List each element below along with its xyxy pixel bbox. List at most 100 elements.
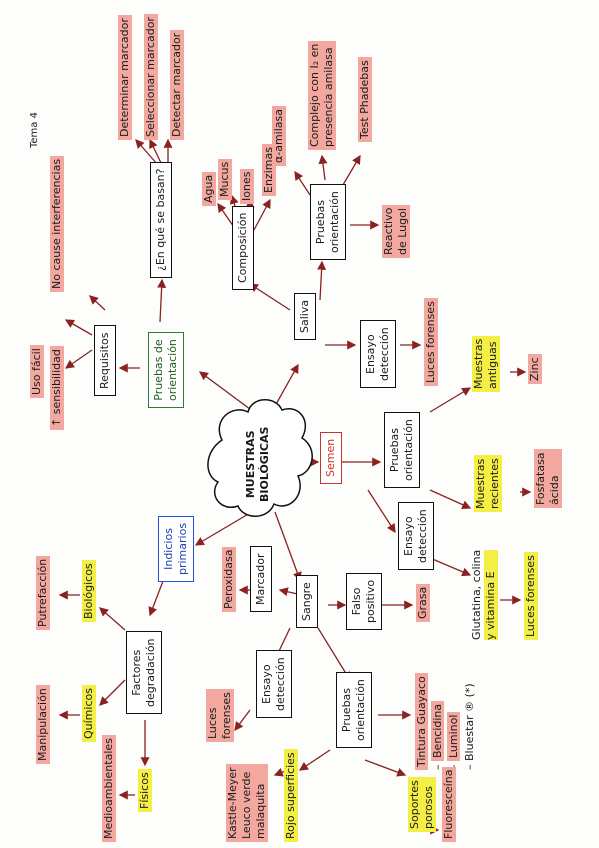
pruebas-orientacion-node: Pruebas de orientación [148,332,184,408]
grasa-tag: Grasa [416,583,430,622]
saliva-ensayo-line-2: detección [378,327,391,381]
center-label: MUESTRAS BIOLÓGICAS [244,427,272,502]
luminol-tag: Luminol [447,711,460,761]
sensibilidad-tag: ↑ sensibilidad [50,346,64,430]
sangre-pruebas-line-2: orientación [354,679,367,741]
mucus-tag: Mucus [218,158,232,200]
composicion-node: Composición [232,205,254,290]
recientes-line-1: Muestras [474,458,487,509]
semen-node: Semen [320,431,342,484]
rojo-superficies-tag: Rojo superficies [284,749,298,842]
zinc-tag: Zinc [528,354,542,384]
no-causa-tag: No cause interferencias [50,155,64,292]
semen-ensayo-node: Ensayo detección [398,502,434,570]
sangre-reactivos-list: Tintura Guayaco – Bencidina – Luminol – … [414,673,478,770]
factores-line-2: degradación [144,638,157,707]
falso-line-1: Falso [350,587,363,616]
semen-pruebas-line-2: orientación [402,419,415,481]
pruebas-or-line-1: Pruebas de [152,339,165,401]
bluestar-text: Bluestar ® (*) [463,683,476,761]
saliva-pruebas-line-2: orientación [328,191,341,253]
complejo-line-1: Complejo con I₂ en [308,43,321,147]
soportes-porosos-tag: Soportes porosos [408,777,436,832]
recientes-line-2: recientes [488,458,501,509]
saliva-pruebas-node: Pruebas orientación [310,184,346,260]
semen-pruebas-line-1: Pruebas [388,427,401,473]
glutatina-line-2: y vitamina E [484,549,498,640]
falso-positivo-node: Falso positivo [346,572,382,630]
center-cloud-outline [207,399,313,517]
detectar-tag: Detectar marcador [170,29,184,140]
seleccionar-tag: Seleccionar marcador [144,14,158,140]
kastle-line-3: malaquita [254,783,267,839]
fosfatasa-line-2: ácida [548,475,561,505]
requisitos-node: Requisitos [94,325,116,396]
saliva-node: Saliva [294,292,316,340]
sangre-luces-tag: Luces forenses [206,689,234,742]
en-que-se-basan-node: ¿En qué se basan? [150,161,172,278]
saliva-luces-tag: Luces forenses [424,298,438,386]
glutatina-text: Glutatina, colina y vitamina E [470,549,498,640]
kastle-line-2: Leuco verde [240,771,253,839]
factores-line-1: Factores [130,649,143,696]
sangre-ensayo-line-2: detección [274,657,287,711]
sangre-pruebas-node: Pruebas orientación [336,672,372,748]
semen-luces-tag: Luces forenses [524,552,538,640]
reactivo-line-1: Reactivo [382,207,395,255]
fisicos-tag: Físicos [138,769,152,812]
indicios-line-2: primarios [176,522,189,575]
fosfatasa-line-1: Fosfatasa [534,452,547,505]
amilasa-tag: α-amilasa [272,105,286,166]
sangre-ensayo-line-1: Ensayo [260,664,273,704]
determinar-tag: Determinar marcador [118,15,132,140]
indicios-line-1: Indicios [162,528,175,570]
fosfatasa-tag: Fosfatasa ácida [534,449,562,508]
sangre-ensayo-node: Ensayo detección [256,650,292,718]
muestras-antiguas-tag: Muestras antiguas [472,335,500,392]
reactivo-lugol-tag: Reactivo de Lugol [382,204,410,258]
putrefaccion-tag: Putrefacción [36,555,50,630]
sangre-luces-line-1: Luces [206,707,219,739]
factores-degradacion-node: Factores degradación [126,631,162,714]
peroxidasa-tag: Peroxidasa [222,546,236,612]
glutatina-line-1: Glutatina, colina [470,549,483,640]
pruebas-or-line-2: orientación [166,339,179,401]
iones-tag: Iones [240,168,254,204]
uso-facil-tag: Uso fácil [30,345,44,398]
soportes-line-1: Soportes [408,780,421,829]
sangre-node: Sangre [296,575,318,628]
sangre-pruebas-line-1: Pruebas [340,687,353,733]
agua-tag: Agua [202,171,216,206]
saliva-ensayo-node: Ensayo detección [360,320,396,388]
antiguas-line-2: antiguas [486,341,499,389]
tintura-tag: Tintura Guayaco [415,673,428,770]
biologicos-tag: Biológicos [82,560,96,622]
manipulacion-tag: Manipulación [36,685,50,764]
center-line-2: BIOLÓGICAS [258,426,271,502]
semen-pruebas-node: Pruebas orientación [384,412,420,488]
antiguas-line-1: Muestras [472,338,485,389]
medioambientales-tag: Medioambientales [102,735,116,842]
test-phadebas-tag: Test Phadebas [358,57,372,142]
complejo-tag: Complejo con I₂ en presencia amilasa [308,40,336,150]
fluoresceina-tag: Fluoresceína [442,766,456,842]
sangre-luces-line-2: forenses [220,692,233,739]
complejo-line-2: presencia amilasa [322,47,335,147]
bencidina-tag: Bencidina [431,700,444,761]
marcador-node: Marcador [250,546,272,612]
indicios-primarios-node: Indicios primarios [158,515,194,582]
falso-line-2: positivo [364,579,377,623]
center-line-1: MUESTRAS [244,430,257,499]
page-title: Tema 4 [29,112,40,148]
semen-ensayo-line-1: Ensayo [402,516,415,556]
kastle-line-1: Kastle-Meyer [226,767,239,839]
saliva-ensayo-line-1: Ensayo [364,334,377,374]
semen-ensayo-line-2: detección [416,509,429,563]
saliva-pruebas-line-1: Pruebas [314,199,327,245]
soportes-line-2: porosos [422,786,435,829]
quimicos-tag: Químicos [82,685,96,742]
muestras-recientes-tag: Muestras recientes [474,455,502,512]
reactivo-line-2: de Lugol [396,208,409,255]
kastle-meyer-tag: Kastle-Meyer Leuco verde malaquita [226,764,268,842]
